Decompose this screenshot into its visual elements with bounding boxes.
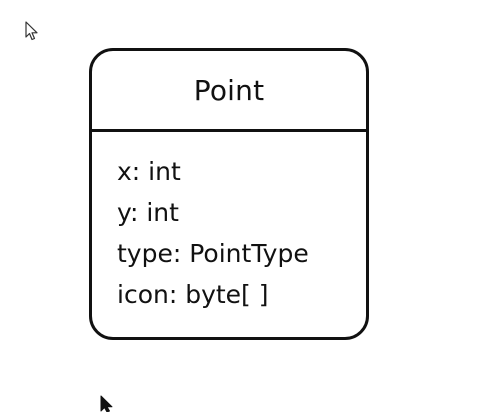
- uml-class-box[interactable]: Point x: int y: int type: PointType icon…: [89, 48, 369, 340]
- mouse-pointer-icon: [25, 21, 38, 41]
- mouse-pointer-filled-icon: [100, 395, 113, 412]
- attribute-y: y: int: [117, 198, 179, 227]
- class-name: Point: [193, 73, 265, 107]
- uml-attribute-list: x: int y: int type: PointType icon: byte…: [92, 132, 366, 315]
- attribute-type: type: PointType: [117, 239, 309, 268]
- attribute-icon: icon: byte[ ]: [117, 280, 269, 309]
- uml-class-header: Point: [92, 51, 366, 132]
- attribute-x: x: int: [117, 157, 181, 186]
